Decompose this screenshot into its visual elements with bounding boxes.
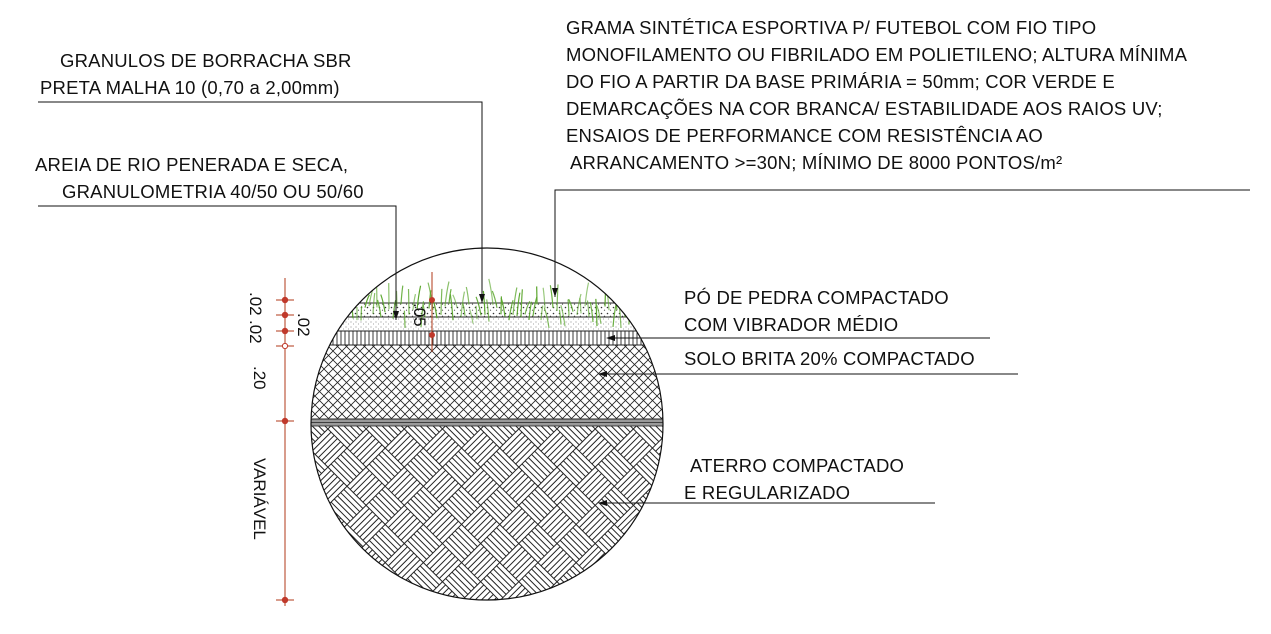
dim-label-1: .02 (294, 313, 313, 337)
grass-height-dimension: .05 (410, 272, 435, 352)
layer-po-de-pedra (311, 331, 663, 345)
label-areia: AREIA DE RIO PENERADA E SECA, GRANULOMET… (35, 154, 364, 202)
layer-granulos (311, 303, 663, 317)
layer-aterro (311, 426, 663, 600)
label-po-de-pedra: PÓ DE PEDRA COMPACTADO COM VIBRADOR MÉDI… (684, 287, 949, 335)
section-layers (311, 278, 663, 600)
vertical-dimension-chain: .02 .02 .02 .20 VARIÁVEL (246, 278, 313, 606)
grass-height-label: .05 (410, 303, 429, 327)
leader-arrows (393, 288, 615, 506)
dim-label-variavel: VARIÁVEL (250, 458, 269, 540)
section-circle-outline (310, 247, 664, 601)
layer-solo-brita (311, 345, 663, 419)
dim-label-2: .02 (246, 292, 265, 316)
dim-label-4: .20 (250, 366, 269, 390)
label-solo-brita: SOLO BRITA 20% COMPACTADO (684, 348, 975, 369)
label-aterro: ATERRO COMPACTADO E REGULARIZADO (684, 455, 905, 503)
label-granulos: GRANULOS DE BORRACHA SBR PRETA MALHA 10 … (40, 50, 352, 98)
dim-label-3: .02 (246, 320, 265, 344)
label-grama: GRAMA SINTÉTICA ESPORTIVA P/ FUTEBOL COM… (566, 17, 1188, 173)
layer-areia (311, 317, 663, 331)
leader-lines (38, 101, 1250, 504)
